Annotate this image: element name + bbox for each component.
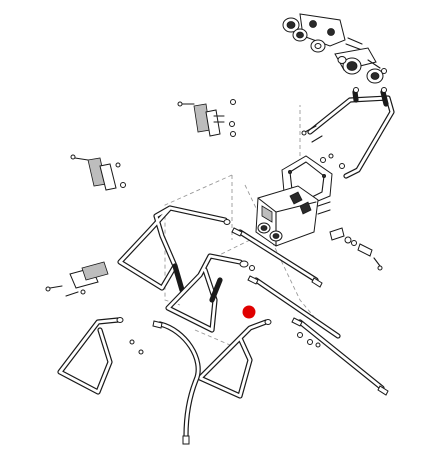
hose-lower-right (291, 317, 389, 396)
bolt-icon (367, 59, 381, 69)
rigid-pipe-lower-left (57, 317, 144, 395)
plate-icon (205, 109, 221, 137)
hose-upper-right (231, 227, 323, 288)
elbow-fitting-icon (357, 243, 373, 257)
hose-end-icon (152, 320, 163, 329)
pipe-end-fitting-icon (264, 319, 272, 325)
hose-end-icon (247, 275, 259, 285)
hose-end-icon (377, 385, 389, 396)
plate-icon (99, 163, 117, 191)
rigid-pipe-lower-center (197, 319, 272, 399)
hardware-group-upper (177, 99, 236, 137)
bolt-icon (74, 157, 89, 161)
valve-fittings (329, 227, 383, 271)
pin-icon (345, 37, 363, 51)
pipe-end-fitting-icon (239, 260, 249, 268)
pipe-end-fitting-icon (223, 219, 231, 225)
pipe-end-fitting-icon (116, 317, 124, 323)
hardware-group-lower (45, 261, 109, 297)
top-linkage-assembly (282, 13, 387, 84)
bolt-icon (49, 285, 63, 289)
hose-end-icon (291, 317, 303, 327)
bolt-icon (304, 125, 323, 143)
rigid-pipe-center (165, 253, 255, 333)
valve-block (255, 185, 331, 247)
hardware-group-mid (70, 154, 126, 191)
fitting-icon (317, 201, 331, 215)
hose-end-icon (182, 435, 190, 445)
hose-end-icon (311, 277, 323, 288)
hose-middle (247, 275, 341, 345)
red-dot-marker (242, 305, 256, 319)
hose-end-icon (231, 227, 243, 237)
rubber-pad-icon (81, 261, 109, 281)
support-bracket (301, 87, 395, 179)
hose-lower-curved (152, 320, 201, 445)
rigid-pipe-upper-left (117, 205, 231, 293)
